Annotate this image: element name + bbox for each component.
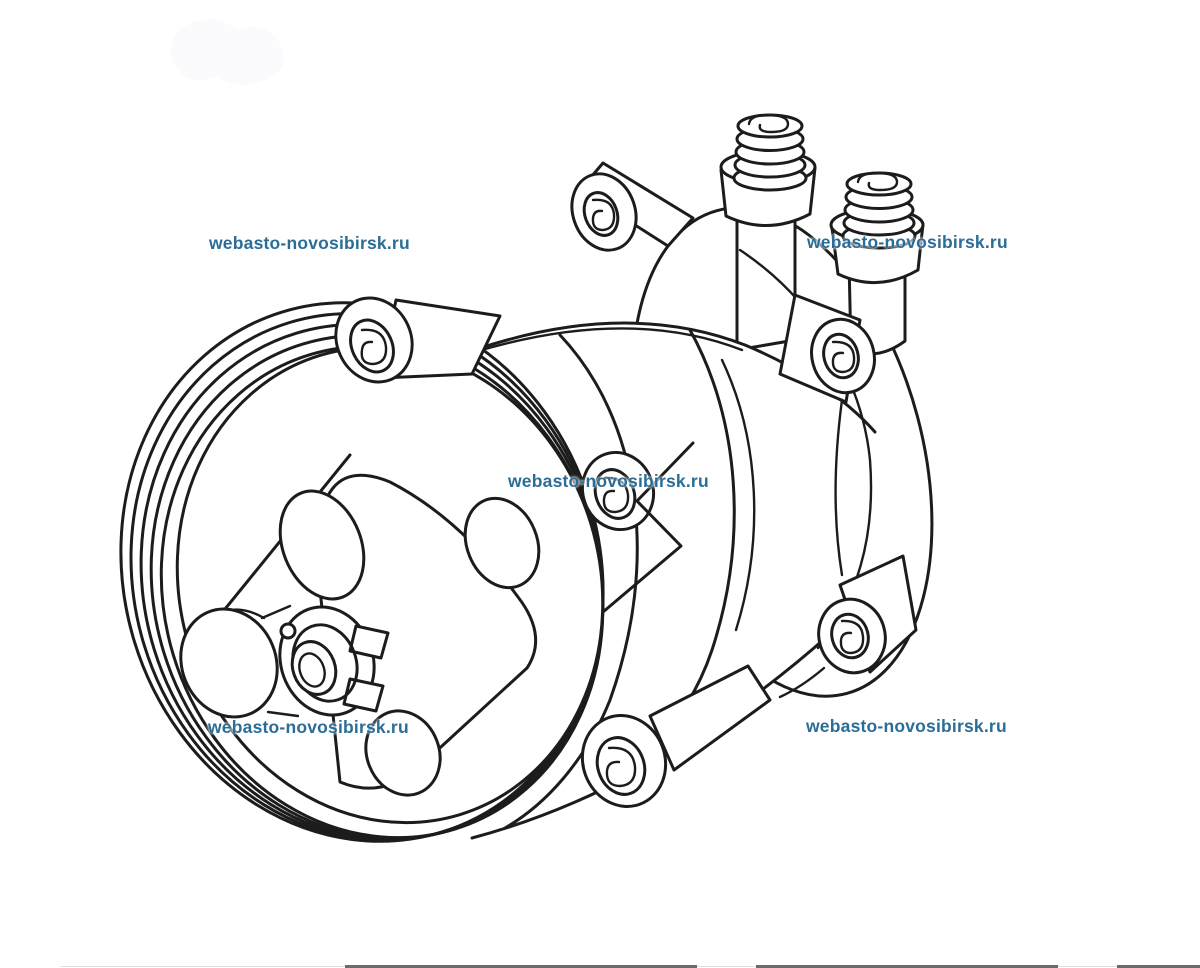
shaft-bore bbox=[298, 652, 326, 688]
threaded-port-right bbox=[829, 171, 925, 284]
rear-lug-top bbox=[778, 293, 876, 577]
front-lug-top bbox=[570, 161, 695, 252]
key-notch bbox=[279, 622, 297, 640]
watermark-text: webasto-novosibirsk.ru bbox=[508, 471, 709, 491]
front-lug-left bbox=[334, 296, 502, 384]
front-boss bbox=[179, 604, 300, 719]
port-cap-swirl bbox=[856, 171, 899, 192]
watermark-text: webasto-novosibirsk.ru bbox=[209, 233, 410, 253]
faint-artifact bbox=[170, 18, 285, 86]
port-cap bbox=[736, 113, 804, 139]
bracket-chevron bbox=[601, 441, 695, 614]
plate-window bbox=[463, 496, 541, 590]
port-cap bbox=[845, 171, 913, 197]
lug-hole-swirl bbox=[605, 746, 637, 788]
body-band-line-2 bbox=[720, 358, 756, 632]
watermark-text: webasto-novosibirsk.ru bbox=[208, 717, 409, 737]
front-lug-mid bbox=[581, 441, 695, 614]
clutch-front-plate bbox=[219, 453, 541, 797]
hub-tab bbox=[342, 677, 385, 713]
boss-connector bbox=[260, 604, 292, 620]
hub-tab bbox=[348, 624, 390, 660]
hub-and-shaft bbox=[278, 605, 390, 717]
rear-lug-bottom bbox=[778, 554, 918, 699]
bracket-edge bbox=[834, 398, 844, 577]
lug-hole-swirl bbox=[591, 198, 616, 232]
lug-hole-swirl bbox=[839, 619, 865, 655]
lug-hole-swirl bbox=[602, 476, 630, 514]
plate-window bbox=[278, 489, 366, 601]
lug-strap bbox=[648, 664, 772, 772]
watermark-text: webasto-novosibirsk.ru bbox=[807, 232, 1008, 252]
front-lug-bottom bbox=[580, 664, 772, 808]
port-cap-swirl bbox=[747, 113, 790, 134]
barrel-top-edge-2 bbox=[473, 327, 744, 354]
lug-hole-swirl bbox=[360, 328, 388, 366]
lug-to-head-line bbox=[778, 666, 826, 699]
plate-window bbox=[364, 709, 442, 797]
boss-connector bbox=[266, 710, 300, 718]
pulley-back-flange bbox=[503, 333, 639, 830]
boss-face bbox=[179, 607, 279, 719]
lug-hole-swirl bbox=[831, 340, 856, 374]
threaded-port-left bbox=[719, 113, 817, 227]
watermark-text: webasto-novosibirsk.ru bbox=[806, 716, 1007, 736]
